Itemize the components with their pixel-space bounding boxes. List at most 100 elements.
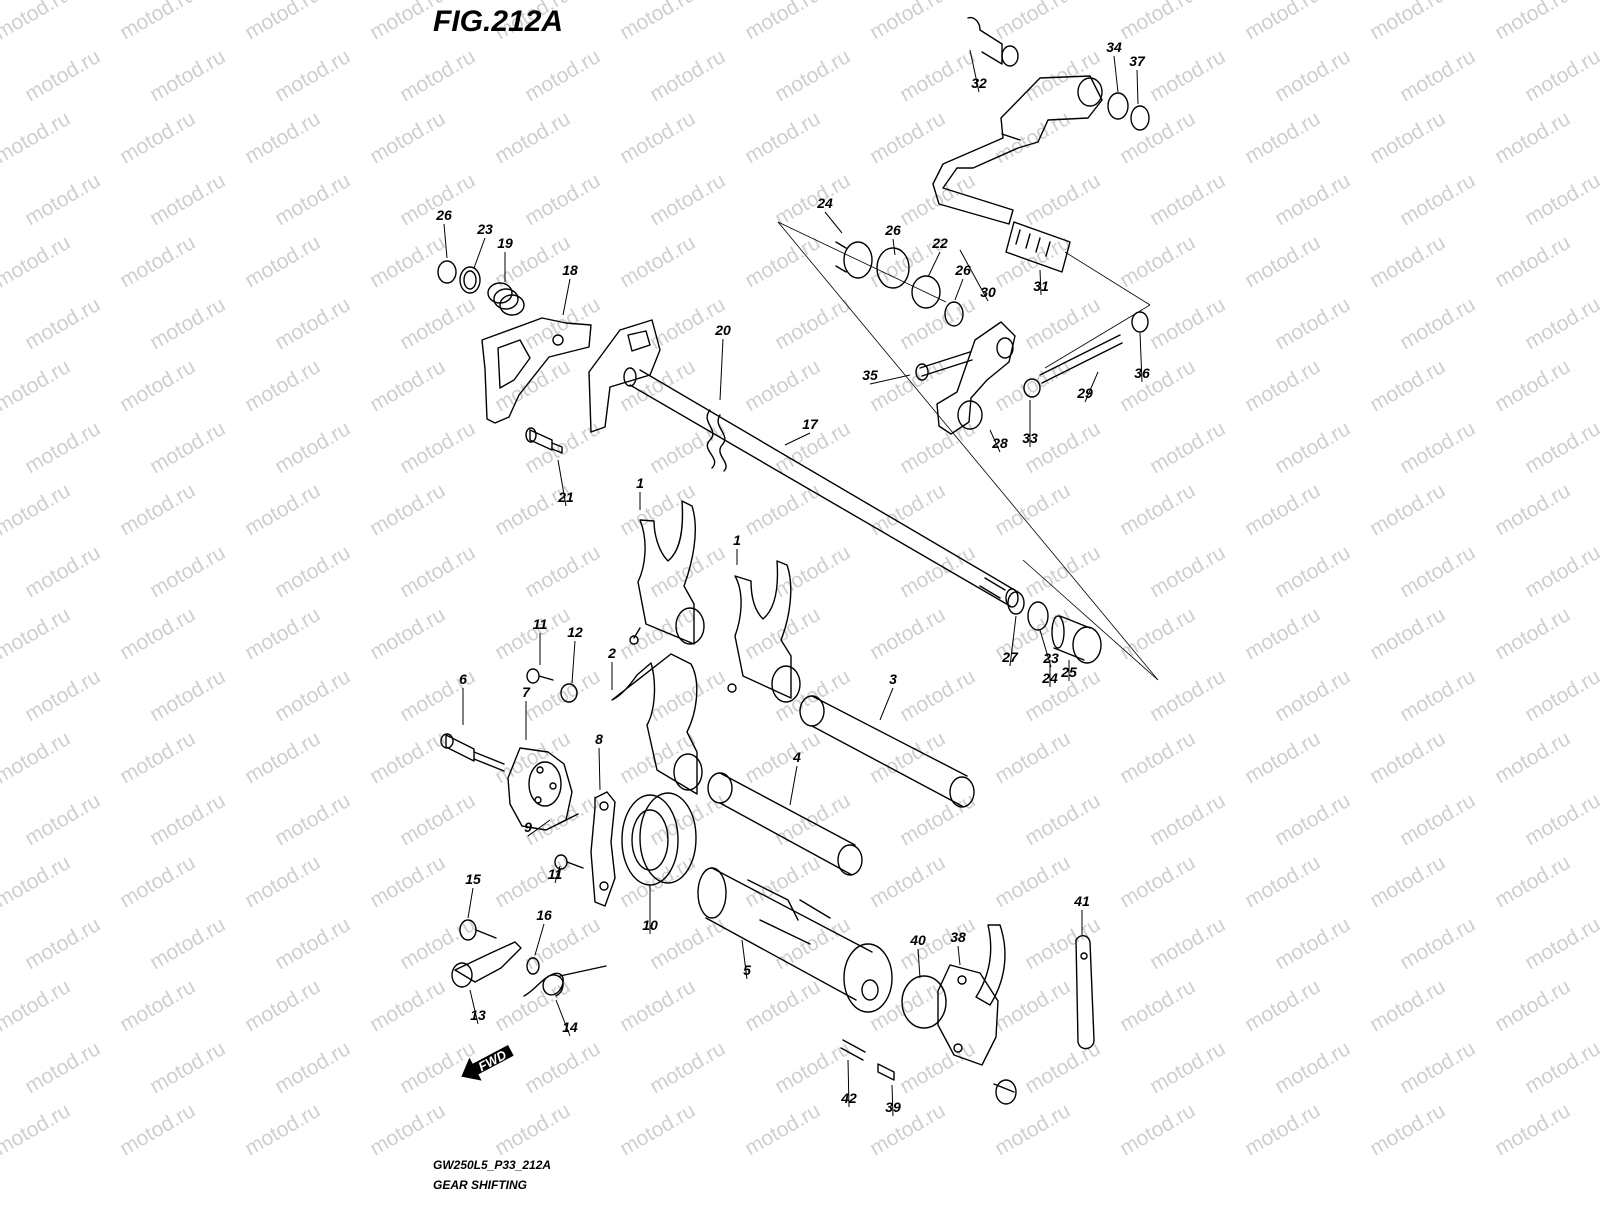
watermark-text: motod.ru xyxy=(521,1037,604,1098)
circlip-26-upper xyxy=(944,301,964,327)
callout-number: 10 xyxy=(642,917,658,933)
watermark-text: motod.ru xyxy=(21,169,104,230)
callout-number: 26 xyxy=(954,262,971,278)
watermark-text: motod.ru xyxy=(1021,45,1104,106)
watermark-text: motod.ru xyxy=(1021,417,1104,478)
washer-33 xyxy=(1107,92,1129,120)
watermark-text: motod.ru xyxy=(1116,851,1199,912)
watermark-text: motod.ru xyxy=(0,0,74,44)
watermark-text: motod.ru xyxy=(741,479,824,540)
callout-number: 38 xyxy=(950,929,966,945)
watermark-text: motod.ru xyxy=(1241,107,1324,168)
watermark-text: motod.ru xyxy=(1366,1099,1449,1160)
watermark-text: motod.ru xyxy=(271,789,354,850)
watermark-text: motod.ru xyxy=(396,45,479,106)
watermark-text: motod.ru xyxy=(366,479,449,540)
watermark-text: motod.ru xyxy=(1491,975,1574,1036)
watermark-text: motod.ru xyxy=(1366,727,1449,788)
watermark-text: motod.ru xyxy=(991,851,1074,912)
watermark-text: motod.ru xyxy=(1366,355,1449,416)
callout-leader xyxy=(1039,629,1052,668)
callout-leader xyxy=(891,1084,894,1117)
watermark-text: motod.ru xyxy=(616,851,699,912)
stopper-plate xyxy=(481,317,592,424)
watermark-text: motod.ru xyxy=(146,45,229,106)
watermark-text: motod.ru xyxy=(1491,603,1574,664)
watermark-text: motod.ru xyxy=(1521,665,1600,726)
watermark-text: motod.ru xyxy=(241,975,324,1036)
watermark-text: motod.ru xyxy=(271,913,354,974)
watermark-text: motod.ru xyxy=(241,603,324,664)
watermark-text: motod.ru xyxy=(1241,603,1324,664)
watermark-text: motod.ru xyxy=(366,603,449,664)
watermark-text: motod.ru xyxy=(1116,603,1199,664)
callout-leader xyxy=(824,211,843,234)
watermark-text: motod.ru xyxy=(521,913,604,974)
callout-leader xyxy=(989,429,1001,453)
callout-number: 40 xyxy=(909,932,926,948)
watermark-text: motod.ru xyxy=(866,851,949,912)
watermark-text: motod.ru xyxy=(1521,169,1600,230)
callout-leader xyxy=(869,374,911,385)
washer-22 xyxy=(911,275,941,309)
watermark-text: motod.ru xyxy=(646,417,729,478)
callout-leader xyxy=(719,338,724,401)
cam-guide-plate xyxy=(590,791,616,907)
callout-leader xyxy=(562,278,571,316)
watermark-text: motod.ru xyxy=(771,541,854,602)
callout-number: 1 xyxy=(733,532,741,548)
callout-leader xyxy=(1113,55,1119,93)
watermark-text: motod.ru xyxy=(1396,541,1479,602)
watermark-text: motod.ru xyxy=(741,851,824,912)
watermark-text: motod.ru xyxy=(866,107,949,168)
watermark-text: motod.ru xyxy=(1491,231,1574,292)
callout-number: 2 xyxy=(607,645,616,661)
watermark-text: motod.ru xyxy=(491,107,574,168)
lever-group-outline xyxy=(777,221,1159,681)
watermark-text: motod.ru xyxy=(0,355,74,416)
circlip-36 xyxy=(1130,105,1150,131)
watermark-text: motod.ru xyxy=(241,1099,324,1160)
watermark-text: motod.ru xyxy=(1146,789,1229,850)
watermark-text: motod.ru xyxy=(646,45,729,106)
watermark-text: motod.ru xyxy=(1366,603,1449,664)
link-arm xyxy=(936,321,1016,435)
callout-number: 20 xyxy=(714,322,731,338)
callout-leader xyxy=(959,249,989,302)
watermark-text: motod.ru xyxy=(396,541,479,602)
watermark-text: motod.ru xyxy=(146,169,229,230)
gearshift-cam xyxy=(697,867,893,1013)
watermark-text: motod.ru xyxy=(241,231,324,292)
model-code: GW250L5_P33_212A xyxy=(433,1158,551,1172)
watermark-text: motod.ru xyxy=(521,45,604,106)
watermark-text: motod.ru xyxy=(1521,541,1600,602)
callout-number: 14 xyxy=(562,1019,578,1035)
callout-leader xyxy=(1084,371,1099,403)
watermark-text: motod.ru xyxy=(0,1099,74,1160)
watermark-text: motod.ru xyxy=(1491,727,1574,788)
watermark-text: motod.ru xyxy=(991,727,1074,788)
watermark-text: motod.ru xyxy=(116,0,199,44)
watermark-text: motod.ru xyxy=(116,231,199,292)
bolt-15 xyxy=(459,919,497,941)
callout-leader xyxy=(1009,615,1017,667)
seal-25 xyxy=(876,247,910,289)
watermark-text: motod.ru xyxy=(146,417,229,478)
callout-number: 8 xyxy=(595,731,603,747)
watermark-text: motod.ru xyxy=(366,107,449,168)
watermark-text: motod.ru xyxy=(991,975,1074,1036)
rod-28 xyxy=(1039,334,1123,384)
watermark-text: motod.ru xyxy=(1366,479,1449,540)
watermark-text: motod.ru xyxy=(116,603,199,664)
watermark-text: motod.ru xyxy=(271,1037,354,1098)
watermark-text: motod.ru xyxy=(741,727,824,788)
callout-leader xyxy=(467,887,474,919)
shift-fork-b xyxy=(727,560,801,703)
washer-12 xyxy=(560,683,578,703)
callout-number: 12 xyxy=(567,624,583,640)
watermark-text: motod.ru xyxy=(896,1037,979,1098)
callout-number: 24 xyxy=(1041,670,1058,686)
callout-number: 6 xyxy=(459,671,467,687)
callout-leader xyxy=(784,432,811,446)
washer-16 xyxy=(526,957,540,975)
